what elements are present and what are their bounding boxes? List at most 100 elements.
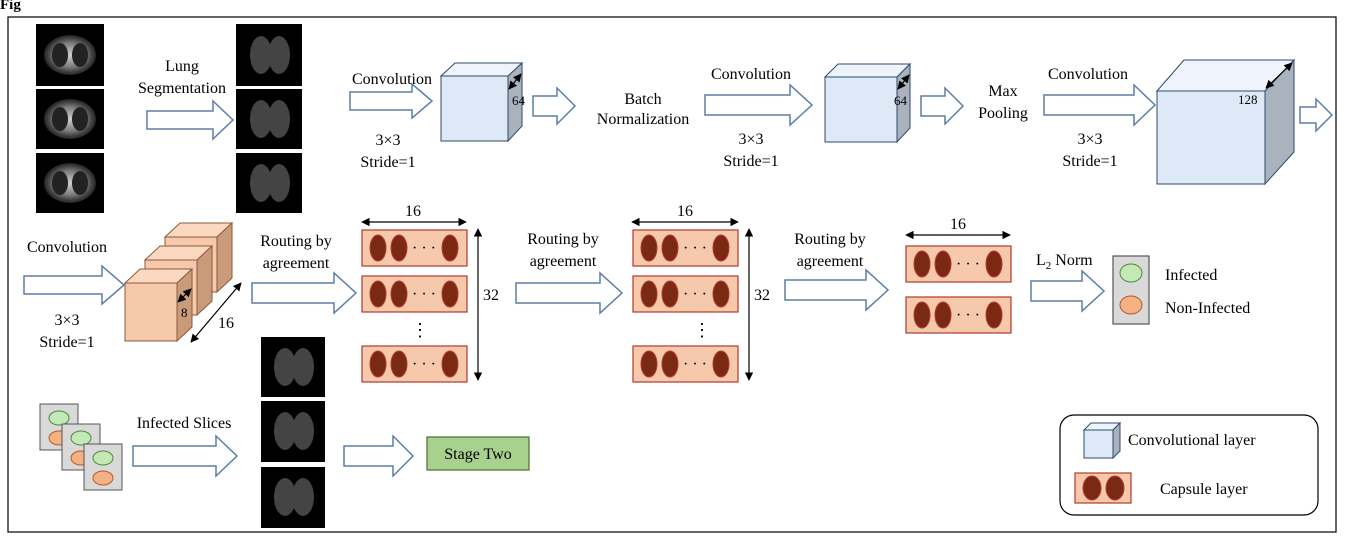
flow-arrow — [349, 82, 434, 120]
routing-1-line2: agreement — [263, 255, 330, 272]
conv-a-stride: Stride=1 — [360, 154, 415, 171]
segmented-lung-image — [261, 337, 325, 397]
caps-a-count: 16 — [218, 315, 234, 332]
segmented-lung-image — [261, 467, 325, 528]
batch-norm-line1: Batch — [624, 91, 661, 108]
flow-arrow — [532, 86, 577, 126]
cube-a-depth: 64 — [512, 93, 526, 108]
stage-two-label: Stage Two — [444, 446, 511, 463]
routing-2-line1: Routing by — [527, 231, 599, 248]
conv-c-title: Convolution — [1048, 66, 1128, 83]
infected-node — [1119, 263, 1143, 283]
flow-arrow — [23, 264, 126, 306]
conv-a-kernel: 3×3 — [375, 132, 400, 149]
flow-arrow — [920, 86, 965, 126]
flow-arrow — [343, 434, 415, 478]
routing-3-line1: Routing by — [794, 231, 866, 248]
figure-border — [7, 16, 1337, 533]
infected-lung-slices — [261, 337, 325, 528]
capsule-row: · · · — [905, 245, 1012, 283]
input-ct-slices — [36, 24, 104, 213]
class-non-infected: Non-Infected — [1165, 300, 1250, 317]
capsule-row: · · · — [905, 296, 1012, 334]
ellipsis: · · · — [683, 356, 707, 373]
ct-slice-image — [36, 153, 104, 213]
primary-width-label: 16 — [405, 203, 421, 220]
conv-d-title: Convolution — [27, 239, 107, 256]
segmented-lung-image — [236, 89, 302, 149]
ellipsis: · · · — [412, 286, 436, 303]
conv-b-title: Convolution — [711, 66, 791, 83]
flow-arrow — [146, 99, 235, 141]
capsule-row: · · · — [632, 229, 739, 267]
legend-capsule-label: Capsule layer — [1160, 481, 1248, 498]
conv-d-kernel: 3×3 — [54, 312, 79, 329]
l2-norm-label: L2 Norm — [1036, 252, 1093, 272]
ellipsis: · · · — [683, 240, 707, 257]
flow-arrow — [1299, 97, 1334, 133]
non-infected-node — [1119, 295, 1143, 315]
segmented-lung-image — [261, 401, 325, 462]
segmented-lung-image — [236, 24, 302, 86]
vertical-ellipsis: ⋮ — [693, 320, 711, 340]
caps-a-depth: 8 — [181, 305, 188, 320]
legend-conv-label: Convolutional layer — [1128, 432, 1256, 449]
ellipsis: · · · — [956, 256, 980, 273]
primary-caps-stack — [123, 221, 242, 343]
segmented-lung-image — [236, 153, 302, 213]
cube-b-depth: 64 — [894, 93, 908, 108]
lung-segmentation-line2: Segmentation — [138, 80, 226, 97]
flow-arrow — [784, 268, 890, 312]
capsule-row: · · · — [632, 345, 739, 383]
batch-norm-line2: Normalization — [597, 111, 689, 128]
ellipsis: · · · — [412, 356, 436, 373]
routing-2-line2: agreement — [530, 253, 597, 270]
flow-arrow — [251, 271, 358, 315]
ct-slice-image — [36, 24, 104, 86]
lung-segmentation-line1: Lung — [165, 58, 199, 75]
legend: Convolutional layer Capsule layer — [1059, 414, 1319, 516]
legend-conv-swatch — [1082, 421, 1122, 460]
conv-cube-c — [1155, 58, 1296, 186]
legend-capsule-swatch — [1074, 472, 1132, 504]
capsule-row: · · · — [632, 275, 739, 313]
conv-d-stride: Stride=1 — [39, 334, 94, 351]
flow-arrow — [704, 83, 814, 127]
flow-arrow — [515, 271, 624, 315]
conv-a-title: Convolution — [352, 71, 432, 88]
infected-slices-icon — [39, 403, 123, 491]
max-pooling-line1: Max — [988, 83, 1017, 100]
capsule-row: · · · — [361, 275, 468, 313]
segmented-lung-slices — [236, 24, 302, 213]
flow-arrow — [132, 434, 239, 478]
class-infected: Infected — [1165, 267, 1217, 284]
flow-arrow — [1043, 83, 1157, 127]
output-classes-box — [1112, 255, 1150, 325]
final-width-label: 16 — [950, 216, 966, 233]
conv-cube-b — [823, 62, 912, 144]
ellipsis: · · · — [412, 240, 436, 257]
max-pooling-line2: Pooling — [978, 105, 1028, 122]
vertical-ellipsis: ⋮ — [411, 320, 429, 340]
infected-slices-label: Infected Slices — [137, 415, 232, 432]
mid-width-label: 16 — [677, 203, 693, 220]
stage-two-box — [426, 436, 530, 471]
capsule-row: · · · — [361, 345, 468, 383]
figure-caption: Fig — [0, 0, 21, 13]
flow-arrow — [1030, 269, 1106, 313]
conv-cube-a — [439, 61, 524, 143]
ellipsis: · · · — [956, 307, 980, 324]
caps-cube — [123, 267, 194, 343]
conv-c-stride: Stride=1 — [1062, 153, 1117, 170]
cube-c-depth: 128 — [1238, 92, 1258, 107]
ct-slice-image — [36, 89, 104, 149]
conv-c-kernel: 3×3 — [1077, 131, 1102, 148]
conv-b-kernel: 3×3 — [738, 131, 763, 148]
routing-1-line1: Routing by — [260, 233, 332, 250]
capsule-row: · · · — [361, 229, 468, 267]
conv-b-stride: Stride=1 — [723, 153, 778, 170]
ellipsis: · · · — [683, 286, 707, 303]
primary-height-label: 32 — [483, 287, 499, 304]
